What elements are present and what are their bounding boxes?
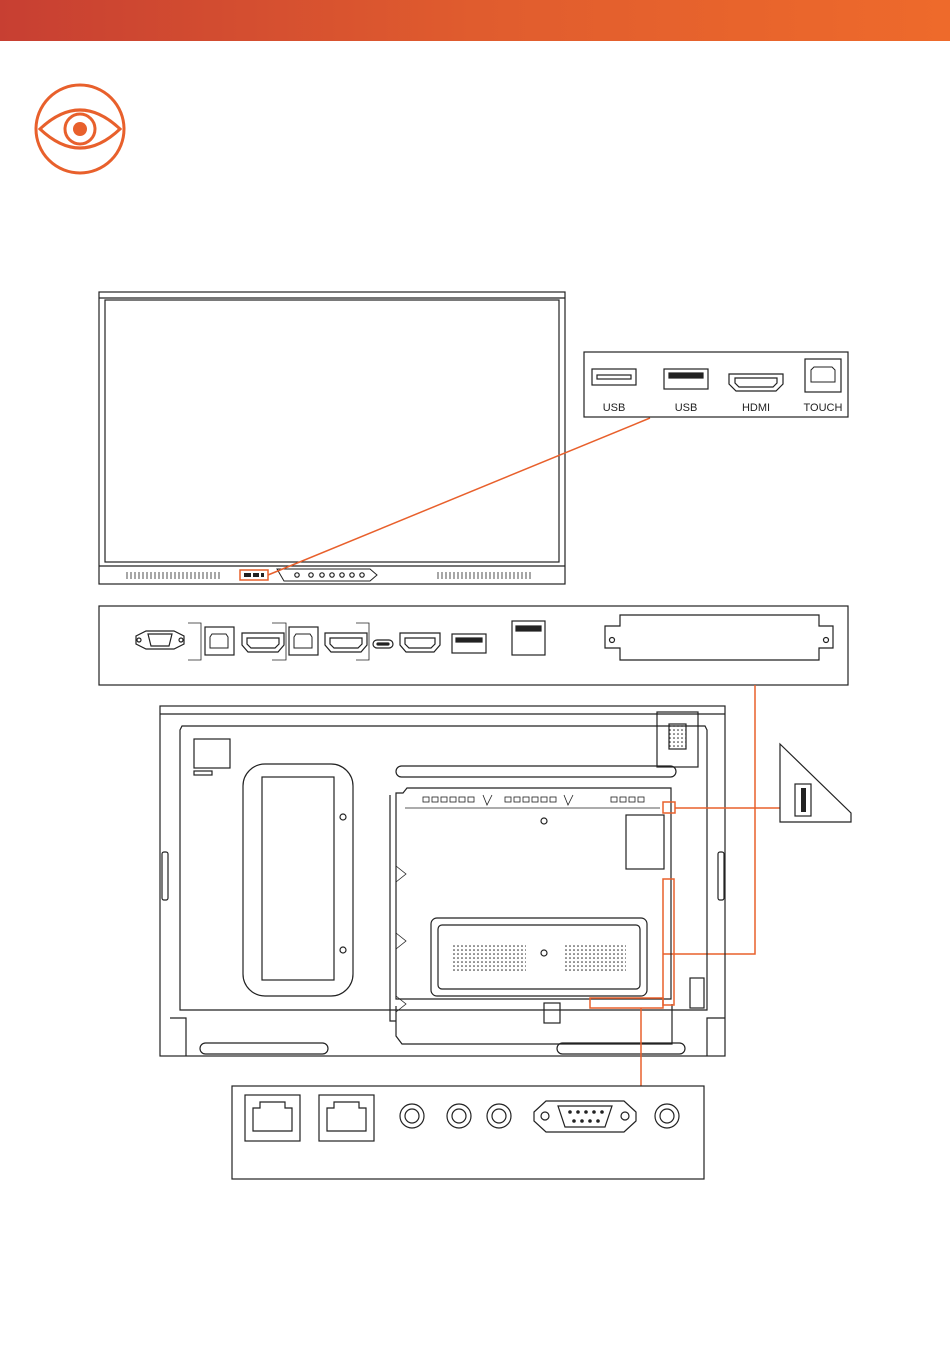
side-ports-panel [99,606,848,685]
display-front-view [99,292,565,584]
rear-usb-highlight [663,802,675,813]
front-speaker-left [127,572,219,579]
side-ports-highlight [663,879,674,1005]
front-speaker-right [438,572,530,579]
front-ports-callout: USB USB HDMI TOUCH [584,352,848,417]
front-ports-leader-line [268,418,650,575]
bottom-ports-panel [232,1086,704,1179]
display-rear-view [160,706,725,1056]
front-port-label: USB [603,402,626,414]
rear-speaker-grille [452,943,626,973]
front-port-label: USB [675,402,698,414]
rear-vent-left [423,797,644,802]
front-port-label: HDMI [742,402,770,414]
front-port-label: TOUCH [804,402,843,414]
rear-usb-callout [780,744,851,822]
